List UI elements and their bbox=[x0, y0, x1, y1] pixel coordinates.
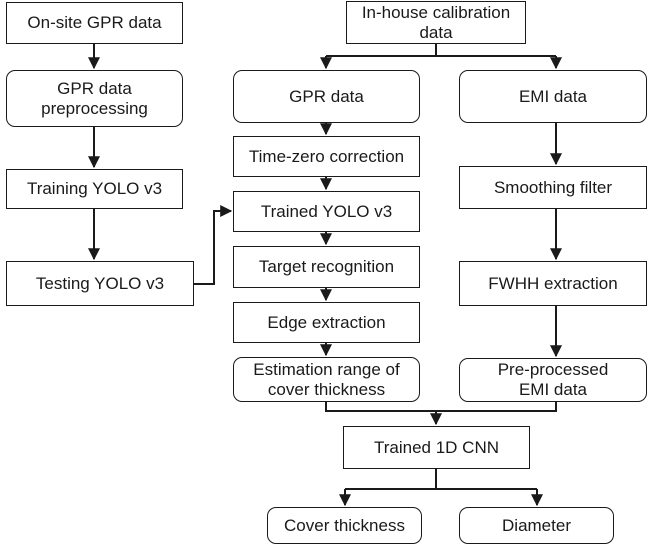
gpr-preprocessing-box: GPR data preprocessing bbox=[6, 70, 183, 127]
arrow-cnn-split bbox=[345, 469, 537, 490]
target-recognition-box: Target recognition bbox=[233, 246, 420, 288]
training-yolo-box: Training YOLO v3 bbox=[6, 169, 183, 209]
gpr-data-box: GPR data bbox=[233, 70, 420, 123]
testing-yolo-box: Testing YOLO v3 bbox=[6, 261, 194, 306]
diameter-box: Diameter bbox=[459, 507, 614, 544]
onsite-gpr-data-box: On-site GPR data bbox=[6, 2, 183, 44]
emi-data-box: EMI data bbox=[459, 70, 647, 123]
inhouse-calibration-box: In-house calibration data bbox=[346, 1, 526, 44]
fwhh-extraction-box: FWHH extraction bbox=[459, 261, 647, 306]
arrow-merge-to-cnn bbox=[325, 402, 557, 424]
trained-yolo-box: Trained YOLO v3 bbox=[233, 191, 420, 232]
preprocessed-emi-box: Pre-processed EMI data bbox=[459, 358, 647, 402]
cover-thickness-box: Cover thickness bbox=[267, 507, 422, 544]
time-zero-correction-box: Time-zero correction bbox=[233, 136, 420, 177]
estimation-range-box: Estimation range of cover thickness bbox=[233, 357, 420, 402]
arrow-calibration-split bbox=[326, 44, 556, 57]
smoothing-filter-box: Smoothing filter bbox=[459, 166, 647, 209]
edge-extraction-box: Edge extraction bbox=[233, 302, 420, 343]
trained-cnn-box: Trained 1D CNN bbox=[343, 426, 530, 469]
arrow-testing-to-trained-yolo bbox=[194, 205, 233, 285]
